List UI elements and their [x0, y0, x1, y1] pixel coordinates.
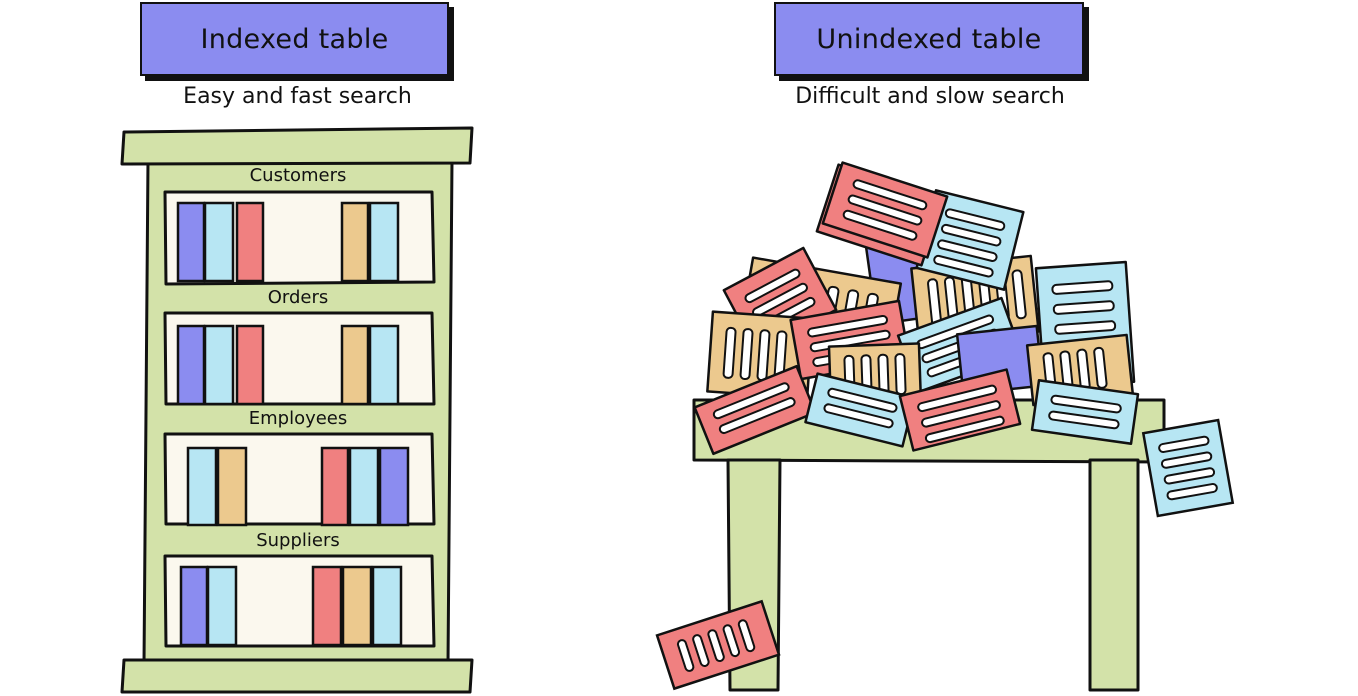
books-employees [186, 446, 410, 527]
book [311, 565, 343, 647]
paper-pile [693, 161, 1140, 456]
table-leg-right [1088, 458, 1140, 692]
shelf-label-customers: Customers [249, 165, 347, 186]
book [348, 446, 380, 527]
book [216, 446, 248, 527]
indexed-table-title: Indexed table [140, 2, 449, 76]
book [340, 324, 370, 406]
book [341, 565, 373, 647]
book [368, 201, 400, 283]
falling-paper-bottom [655, 599, 781, 691]
book [186, 446, 218, 527]
book [368, 324, 400, 406]
books-orders [176, 324, 400, 406]
books-customers [176, 201, 400, 283]
shelf-label-orders: Orders [267, 287, 329, 308]
book [235, 201, 265, 283]
unindexed-table-title-text: Unindexed table [816, 23, 1042, 55]
book [206, 565, 238, 647]
shelf-label-employees: Employees [248, 408, 348, 429]
falling-paper-right [1141, 418, 1235, 518]
book [176, 324, 206, 406]
unindexed-table-subtitle: Difficult and slow search [795, 84, 1065, 109]
shelf-label-suppliers: Suppliers [256, 530, 340, 551]
book [235, 324, 265, 406]
book [203, 324, 235, 406]
book [176, 201, 206, 283]
books-suppliers [179, 565, 403, 647]
book [371, 565, 403, 647]
indexed-table-subtitle: Easy and fast search [183, 84, 412, 109]
indexed-table-title-text: Indexed table [200, 23, 389, 55]
book [179, 565, 209, 647]
unindexed-table-title: Unindexed table [774, 2, 1084, 76]
book [203, 201, 235, 283]
book [340, 201, 370, 283]
book [378, 446, 410, 527]
book [320, 446, 350, 527]
